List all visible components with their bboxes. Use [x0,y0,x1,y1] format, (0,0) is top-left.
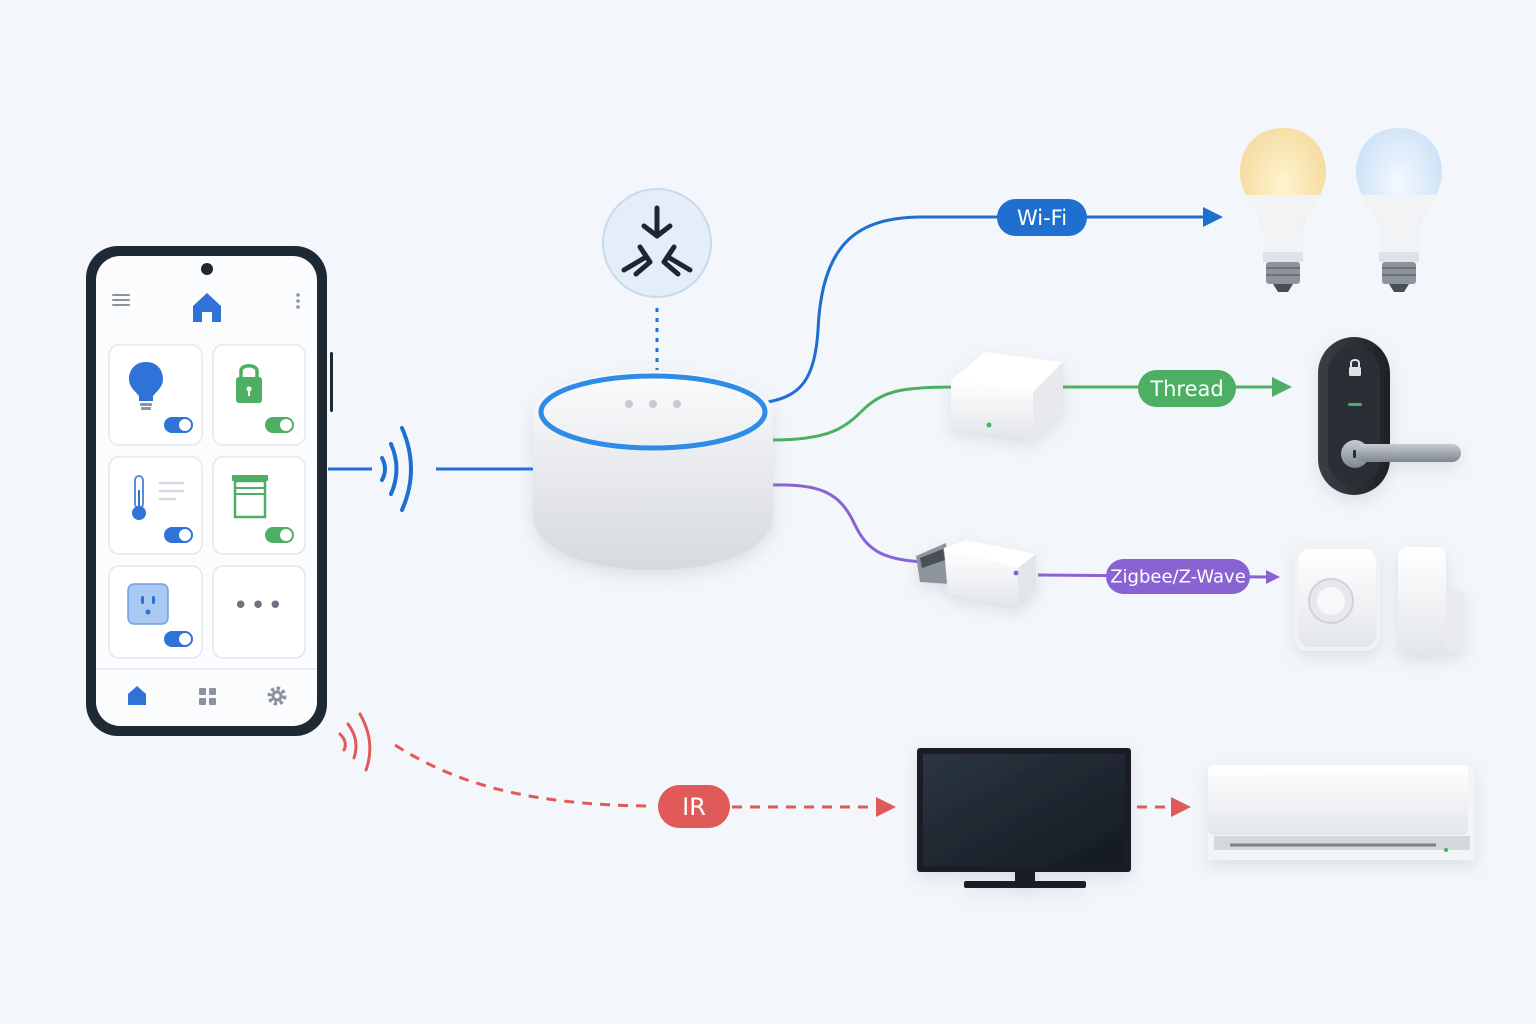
matter-logo [602,188,712,298]
ir-arrow-tv [876,797,896,817]
smart-lock [1318,337,1461,495]
more-vert-icon[interactable] [296,293,300,309]
ir-arrow-ac [1171,797,1191,817]
smartphone: ••• [86,246,333,736]
hub-light-ring [538,373,768,451]
nav-home-icon[interactable] [128,686,146,705]
tile-outlet[interactable] [108,565,203,659]
air-conditioner [1208,765,1475,860]
tile-more[interactable]: ••• [212,565,306,659]
warm-bulb [1240,128,1326,292]
thread-border-router [951,352,1063,440]
zigbee-usb-dongle [916,540,1036,607]
light-toggle[interactable] [164,417,193,433]
wifi-link [767,215,1205,404]
television [917,748,1131,888]
lock-toggle[interactable] [265,417,294,433]
thermostat-readout-lines [158,481,185,501]
gear-icon[interactable] [267,686,287,706]
thermometer-icon [132,475,146,520]
wifi-label: Wi-Fi [1017,206,1067,230]
ir-label: IR [682,793,706,821]
grid-icon[interactable] [199,688,216,705]
thermostat-toggle[interactable] [164,527,193,543]
cool-bulb [1356,128,1442,292]
wireless-signal-icon [380,426,413,512]
thread-pill: Thread [1138,370,1236,407]
smart-hub [533,372,773,570]
thread-label: Thread [1149,377,1223,401]
zigbee-arrow [1266,570,1280,584]
matter-logo-icon [621,205,693,277]
ir-link [394,743,651,808]
tile-lock[interactable] [212,344,306,446]
zigbee-pill: Zigbee/Z-Wave [1106,559,1250,594]
ir-pill: IR [658,785,730,828]
blinds-toggle[interactable] [265,527,294,543]
blinds-icon [232,475,268,519]
thread-link [771,385,956,442]
motion-sensor [1294,545,1380,651]
zigbee-link [771,483,926,564]
tile-light[interactable] [108,344,203,446]
contact-sensor [1398,547,1464,655]
wifi-arrow [1203,207,1223,227]
menu-icon[interactable] [112,294,130,306]
thread-arrow [1272,377,1292,397]
more-tile-dots: ••• [233,591,285,621]
tile-thermostat[interactable] [108,456,203,555]
lightbulb-icon [129,362,163,410]
home-icon[interactable] [193,293,221,322]
outlet-toggle[interactable] [164,631,193,647]
zigbee-label: Zigbee/Z-Wave [1110,567,1246,588]
ir-signal-icon [338,712,372,772]
tile-blinds[interactable] [212,456,306,555]
outlet-icon [127,583,169,625]
front-camera [201,263,213,275]
lock-icon [236,364,262,403]
wifi-pill: Wi-Fi [997,199,1087,236]
